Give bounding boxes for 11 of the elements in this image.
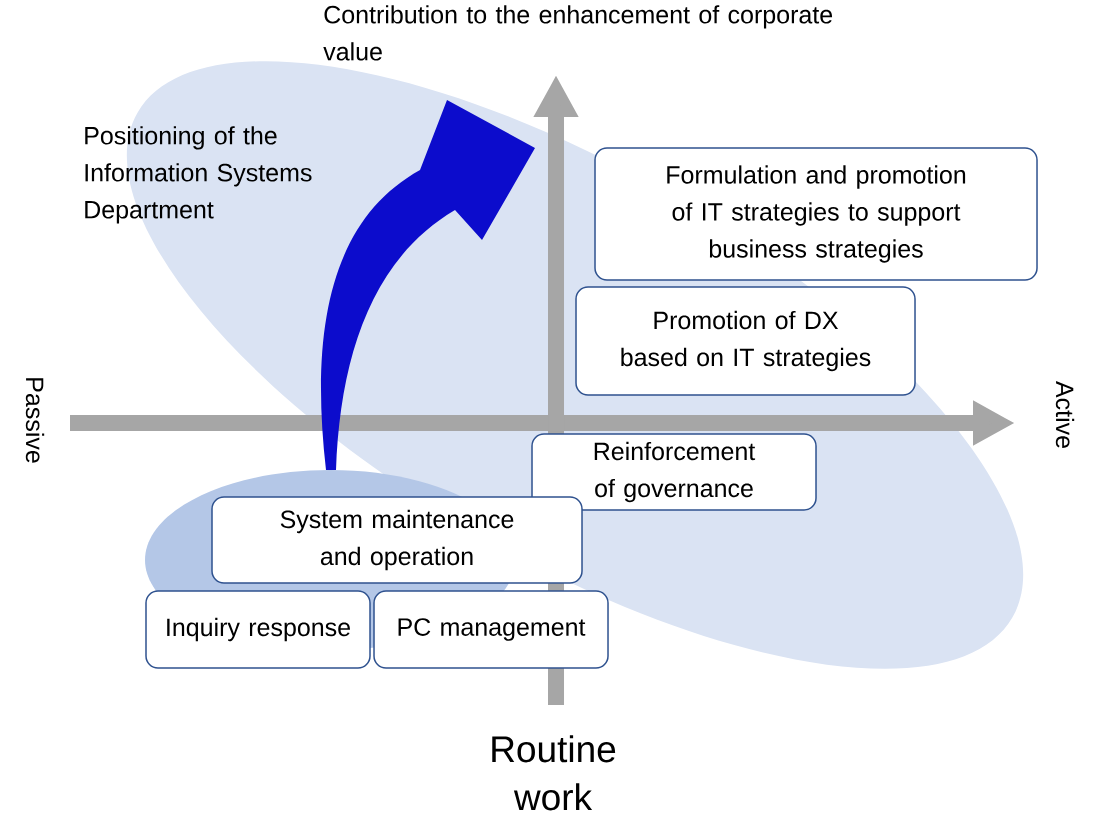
- axis-label: Positioning of the Information Systems Department: [85, 126, 312, 224]
- text-box: Promotion of DX based on IT strategies: [575, 286, 916, 396]
- text-box: Formulation and promotion of IT strategies to support business strategies: [594, 147, 1038, 281]
- axis-label: Routine work: [492, 735, 616, 811]
- axis-label: Passive: [25, 378, 45, 463]
- text-box: Reinforcement of governance: [531, 433, 817, 511]
- text-box: Inquiry response: [145, 590, 371, 669]
- axis-label: Active: [1055, 381, 1075, 448]
- axis-label: Contribution to the enhancement of corporate value: [323, 5, 833, 61]
- text-box: PC management: [373, 590, 609, 669]
- text-box: System maintenance and operation: [211, 496, 583, 584]
